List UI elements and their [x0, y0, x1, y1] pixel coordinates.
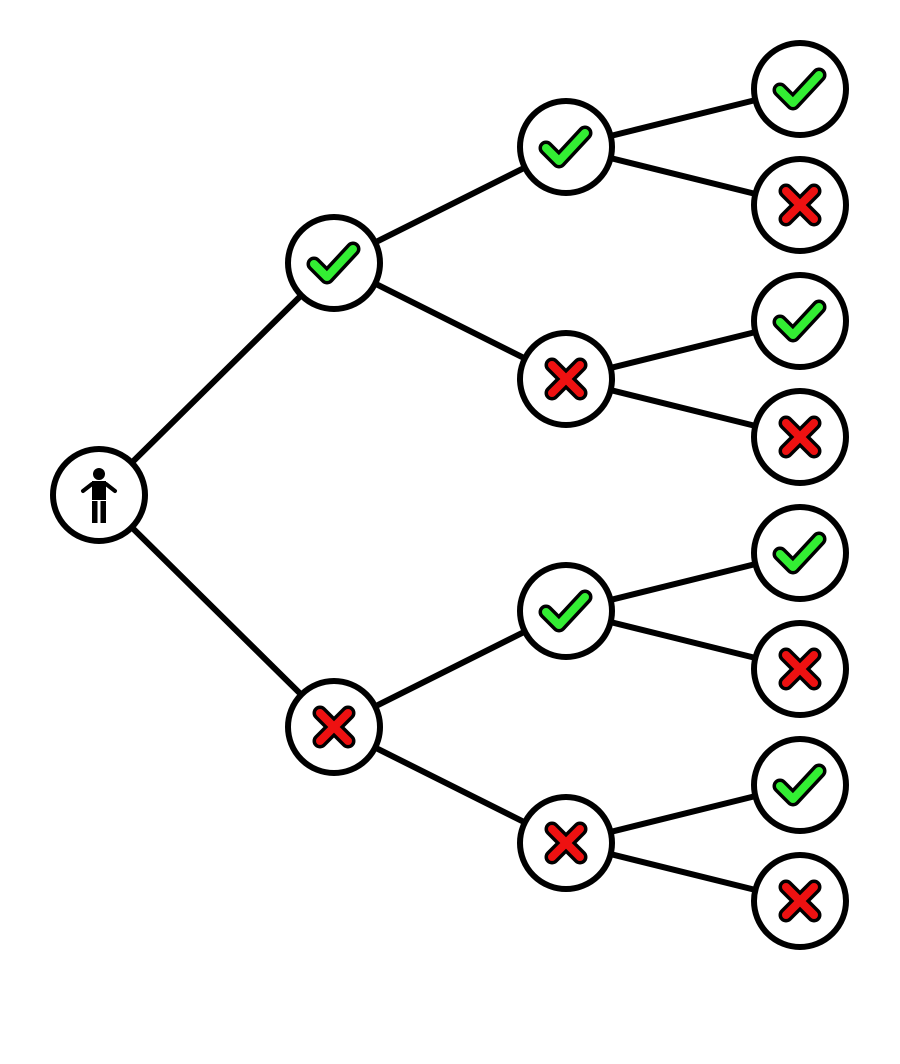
edges-layer — [96, 86, 801, 904]
cross-icon — [778, 647, 822, 691]
check-icon — [306, 241, 361, 285]
tree-edge — [96, 260, 337, 498]
failure-node — [517, 794, 615, 892]
person-head — [93, 468, 105, 480]
cross-icon — [778, 879, 822, 923]
cross-icon — [544, 821, 588, 865]
failure-node — [751, 388, 849, 486]
nodes-layer — [50, 40, 849, 950]
success-node — [751, 736, 849, 834]
cross-icon — [312, 705, 356, 749]
cross-icon — [544, 357, 588, 401]
success-node — [751, 272, 849, 370]
tree-edge — [96, 492, 337, 730]
success-node — [517, 98, 615, 196]
success-node — [517, 562, 615, 660]
failure-node — [285, 678, 383, 776]
failure-node — [751, 852, 849, 950]
failure-node — [751, 620, 849, 718]
root-node — [50, 446, 148, 544]
check-icon — [772, 299, 827, 343]
success-node — [751, 40, 849, 138]
cross-icon — [778, 183, 822, 227]
check-icon — [538, 589, 593, 633]
check-icon — [772, 67, 827, 111]
failure-node — [751, 156, 849, 254]
person-icon — [81, 468, 117, 523]
success-node — [751, 504, 849, 602]
check-icon — [538, 125, 593, 169]
success-node — [285, 214, 383, 312]
check-icon — [772, 531, 827, 575]
check-icon — [772, 763, 827, 807]
failure-node — [517, 330, 615, 428]
cross-icon — [778, 415, 822, 459]
